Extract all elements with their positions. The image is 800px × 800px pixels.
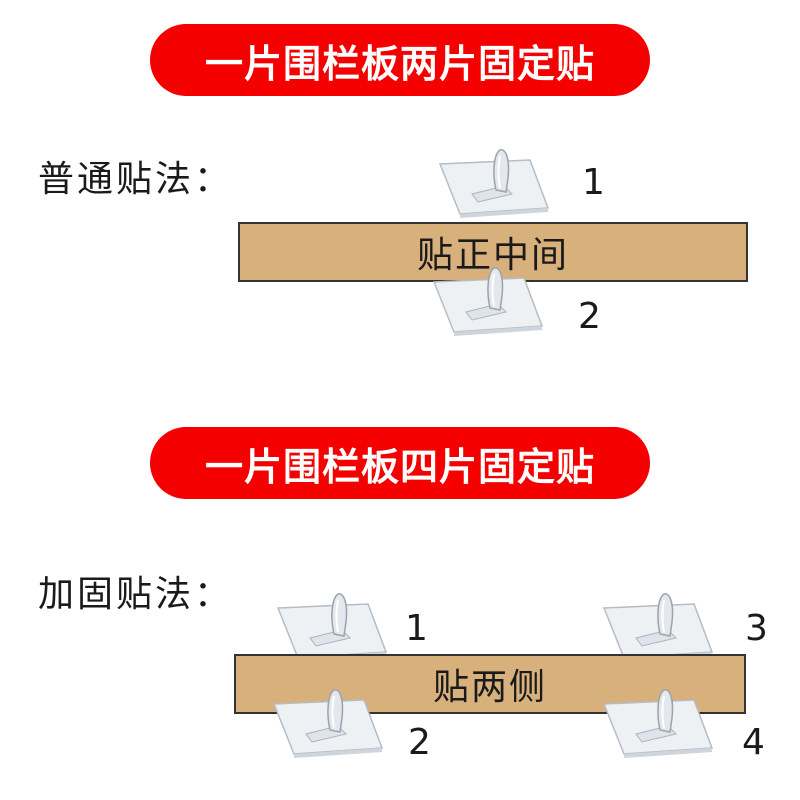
method-label-reinforced: 加固贴法：: [38, 574, 234, 615]
banner-four-clips: 一片围栏板四片固定贴: [150, 427, 650, 499]
adhesive-hook-icon: [273, 688, 383, 759]
adhesive-hook-icon: [439, 148, 549, 219]
adhesive-hook-icon: [603, 688, 713, 759]
clip-number-1: 1: [582, 162, 605, 203]
clip-number-3-reinforced: 3: [745, 608, 768, 649]
clip-number-2-reinforced: 2: [408, 722, 431, 763]
adhesive-hook-icon: [433, 266, 543, 337]
board-label-reinforced: 贴两侧: [432, 667, 547, 708]
clip-number-1-reinforced: 1: [405, 608, 428, 649]
banner-two-clips: 一片围栏板两片固定贴: [150, 24, 650, 96]
clip-number-4-reinforced: 4: [742, 722, 765, 763]
method-label-normal: 普通贴法：: [38, 159, 234, 200]
clip-number-2: 2: [578, 296, 601, 337]
